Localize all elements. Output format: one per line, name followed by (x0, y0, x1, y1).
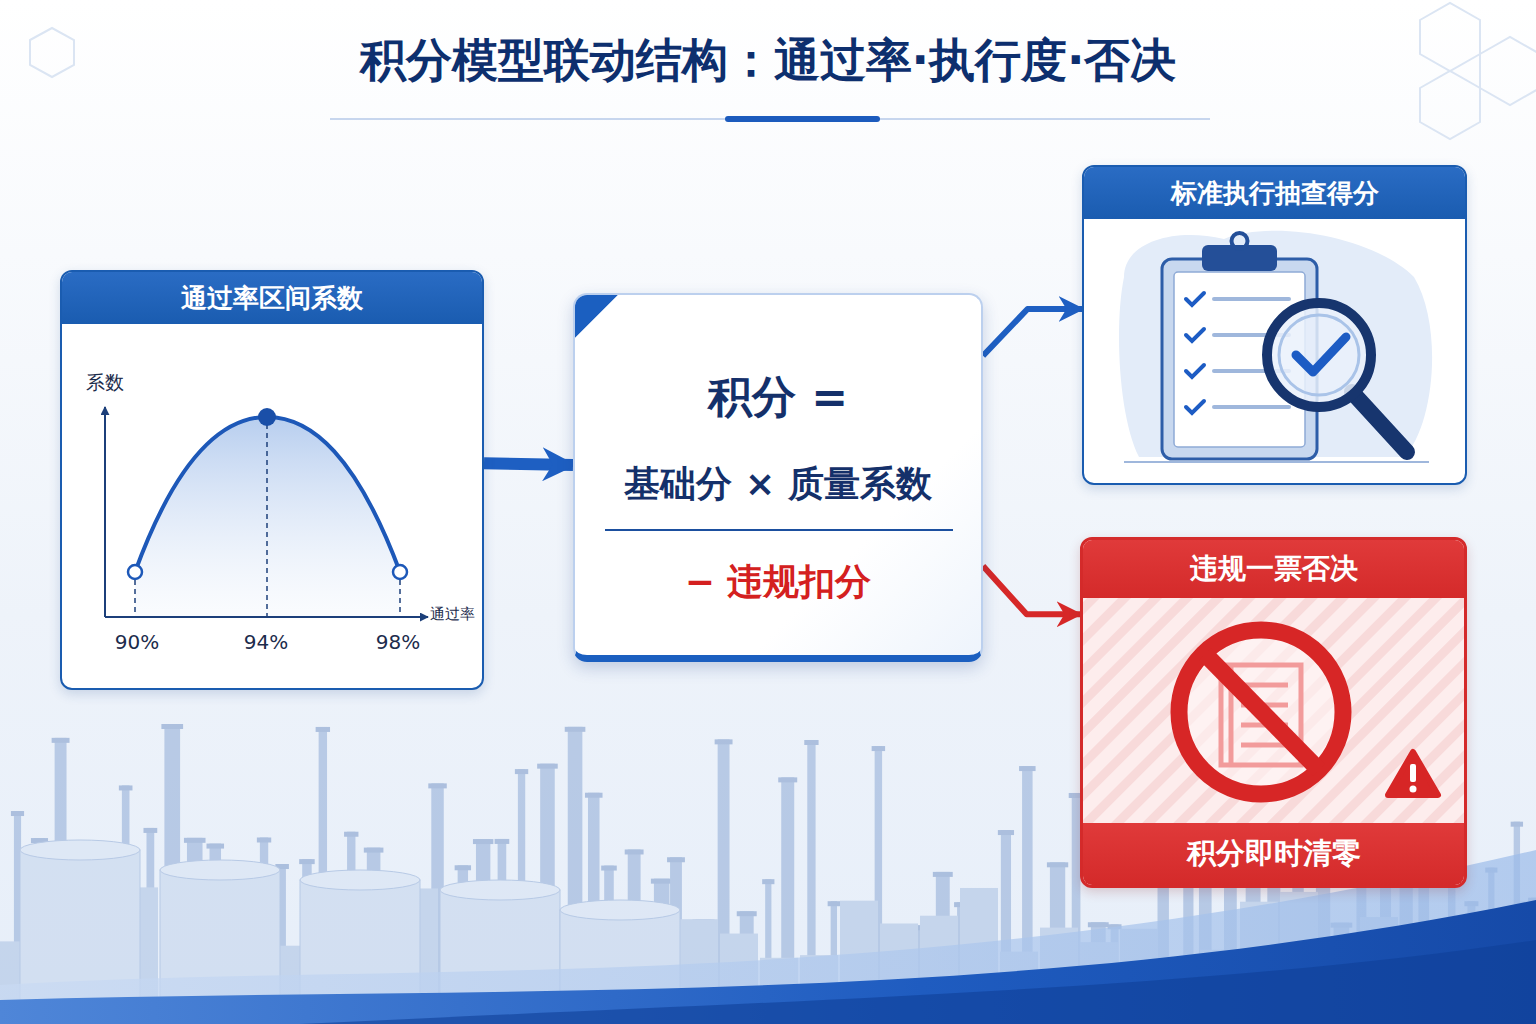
chimney-cap (715, 739, 733, 744)
chimney-cap (299, 859, 315, 864)
chimney-cap (1088, 922, 1109, 927)
chimney-cap (565, 727, 586, 732)
storage-tank (20, 850, 140, 1000)
chimney-cap (1047, 862, 1068, 867)
chimney-cap (52, 738, 70, 743)
chimney-cap (143, 828, 157, 833)
chimney-cap (537, 764, 558, 769)
chimney-cap (933, 872, 953, 877)
formula-main: 基础分 × 质量系数 (575, 460, 981, 509)
tick-label: 90% (115, 630, 159, 654)
chimney-cap (161, 724, 183, 729)
chimney-cap (119, 785, 133, 790)
chimney-cap (364, 848, 384, 853)
tank-top (160, 860, 280, 880)
chimney-cap (998, 830, 1014, 835)
formula-lead: 积分 = (575, 368, 981, 427)
chart-panel: 通过率区间系数 (60, 270, 484, 690)
tank-top (560, 900, 680, 920)
title-underline (330, 116, 1210, 122)
list-line (1214, 405, 1289, 409)
panel-header: 通过率区间系数 (62, 272, 482, 324)
chimney-cap (667, 857, 685, 862)
tank-top (20, 840, 140, 860)
veto-title: 违规一票否决 (1190, 550, 1358, 588)
check-mark (1186, 293, 1204, 305)
chimney-cap (872, 746, 885, 751)
axis-label: 系数 (86, 370, 124, 396)
flow-arrow (484, 463, 573, 465)
chimney-cap (601, 866, 617, 871)
panel-title: 标准执行抽查得分 (1171, 176, 1379, 211)
chimney-cap (257, 837, 271, 842)
chimney-cap (651, 879, 673, 884)
veto-panel: 违规一票否决积分即时清零 (1080, 537, 1467, 888)
check-mark (1186, 329, 1204, 341)
chimney-cap (828, 901, 840, 906)
veto-result: 积分即时清零 (1187, 834, 1361, 874)
chimney-cap (625, 849, 644, 854)
formula-divider (605, 529, 953, 531)
chimney-cap (11, 811, 24, 816)
formula-box: 积分 = 基础分 × 质量系数 − 违规扣分 (573, 293, 983, 662)
chimney-cap (778, 777, 797, 782)
chimney-cap (585, 793, 603, 798)
chimney-cap (762, 879, 774, 884)
chimney-cap (1019, 766, 1036, 771)
chimney-cap (515, 769, 528, 774)
chimney-cap (804, 740, 818, 745)
chimney-cap (344, 832, 358, 837)
axis-label: 通过率 (430, 605, 475, 624)
audit-panel: 标准执行抽查得分 (1082, 165, 1467, 485)
chimney-cap (1511, 822, 1523, 827)
chimney-cap (207, 844, 225, 849)
veto-header: 违规一票否决 (1083, 540, 1464, 598)
chimney-cap (737, 911, 757, 916)
bell-curve-chart (62, 272, 484, 690)
chimney-cap (428, 783, 446, 788)
chimney-cap (455, 865, 471, 870)
list-line (1214, 297, 1289, 301)
panel-header: 标准执行抽查得分 (1084, 167, 1465, 219)
veto-footer: 积分即时清零 (1083, 823, 1464, 885)
check-mark (1186, 365, 1204, 377)
chimney-cap (495, 839, 510, 844)
chimney-cap (473, 839, 493, 844)
chimney-cap (316, 727, 330, 732)
tank-top (440, 880, 560, 900)
formula-penalty: − 违规扣分 (575, 558, 981, 607)
corner-accent (575, 295, 645, 365)
flow-arrow (983, 309, 1082, 356)
panel-title: 通过率区间系数 (181, 281, 363, 316)
tank-top (300, 870, 420, 890)
tick-label: 94% (244, 630, 288, 654)
tick-label: 98% (376, 630, 420, 654)
diagram-title: 积分模型联动结构：通过率·执行度·否决 (0, 30, 1536, 92)
check-mark (1186, 401, 1204, 413)
flow-arrow (983, 566, 1080, 614)
chimney-cap (184, 838, 206, 843)
